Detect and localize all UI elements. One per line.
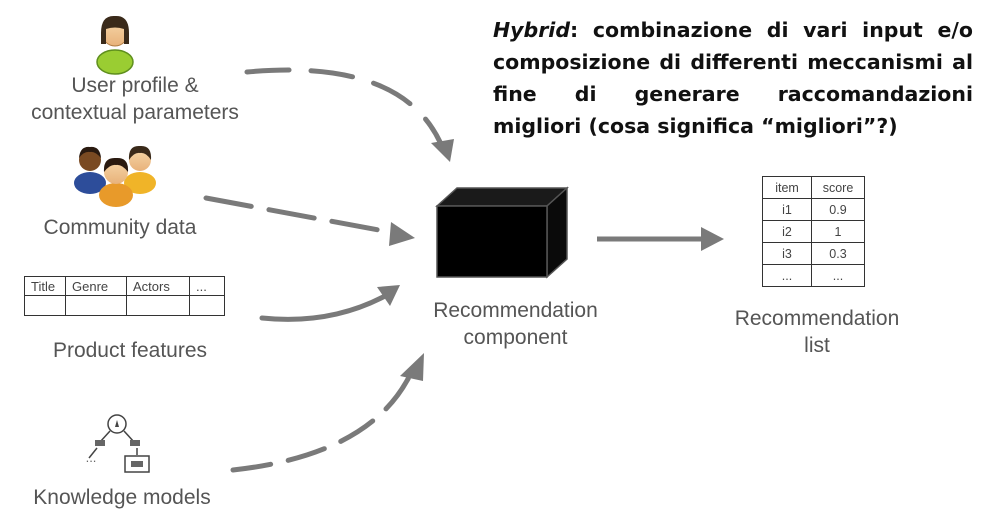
table-row: i3 0.3: [762, 242, 865, 265]
list-label-line2: list: [804, 334, 830, 357]
score-cell: 1: [811, 220, 865, 243]
arrow-user-profile: [244, 67, 454, 162]
table-row: i2 1: [762, 220, 865, 243]
recommendation-component-cube: [435, 186, 569, 279]
table-row: ... ...: [762, 264, 865, 287]
user-profile-icon: [96, 15, 134, 75]
table-row: i1 0.9: [762, 198, 865, 221]
score-cell: 0.3: [811, 242, 865, 265]
score-cell: 0.9: [811, 198, 865, 221]
product-features-table: Title Genre Actors ...: [24, 276, 225, 316]
community-icon: [74, 145, 156, 207]
recommendation-component-label: Recommendation component: [413, 297, 618, 351]
recommendation-list-table: item score i1 0.9 i2 1 i3 0.3 ... ...: [762, 176, 865, 287]
score-cell: ...: [811, 264, 865, 287]
hybrid-term: Hybrid: [493, 18, 571, 42]
hybrid-definition: Hybrid: combinazione di vari input e/o c…: [493, 14, 973, 142]
knowledge-tree-ellipsis: ...: [85, 450, 97, 465]
component-label-line1: Recommendation: [433, 299, 598, 322]
product-features-label: Product features: [52, 339, 208, 362]
arrow-knowledge: [230, 353, 424, 473]
arrow-product: [259, 285, 400, 322]
knowledge-tree-icon: [88, 414, 150, 473]
arrow-community: [203, 195, 415, 246]
user-profile-label: User profile & contextual parameters: [20, 72, 250, 126]
user-profile-label-line2: contextual parameters: [31, 101, 239, 124]
header-item: item: [762, 176, 812, 199]
table-header-row: item score: [762, 176, 865, 199]
feature-column-genre: Genre: [65, 276, 127, 296]
feature-column-title: Title: [24, 276, 66, 296]
recommendation-list-label: Recommendation list: [712, 305, 922, 359]
component-label-line2: component: [463, 326, 568, 349]
knowledge-models-label: Knowledge models: [33, 486, 211, 509]
feature-column-actors: Actors: [126, 276, 190, 296]
user-profile-label-line1: User profile &: [71, 74, 199, 97]
feature-column-more: ...: [189, 276, 225, 296]
community-data-label: Community data: [43, 216, 197, 239]
item-cell: i3: [762, 242, 812, 265]
item-cell: i1: [762, 198, 812, 221]
arrow-to-list: [597, 227, 724, 251]
hybrid-description: : combinazione di vari input e/o composi…: [493, 18, 973, 138]
header-score: score: [811, 176, 865, 199]
item-cell: ...: [762, 264, 812, 287]
item-cell: i2: [762, 220, 812, 243]
list-label-line1: Recommendation: [734, 307, 900, 330]
